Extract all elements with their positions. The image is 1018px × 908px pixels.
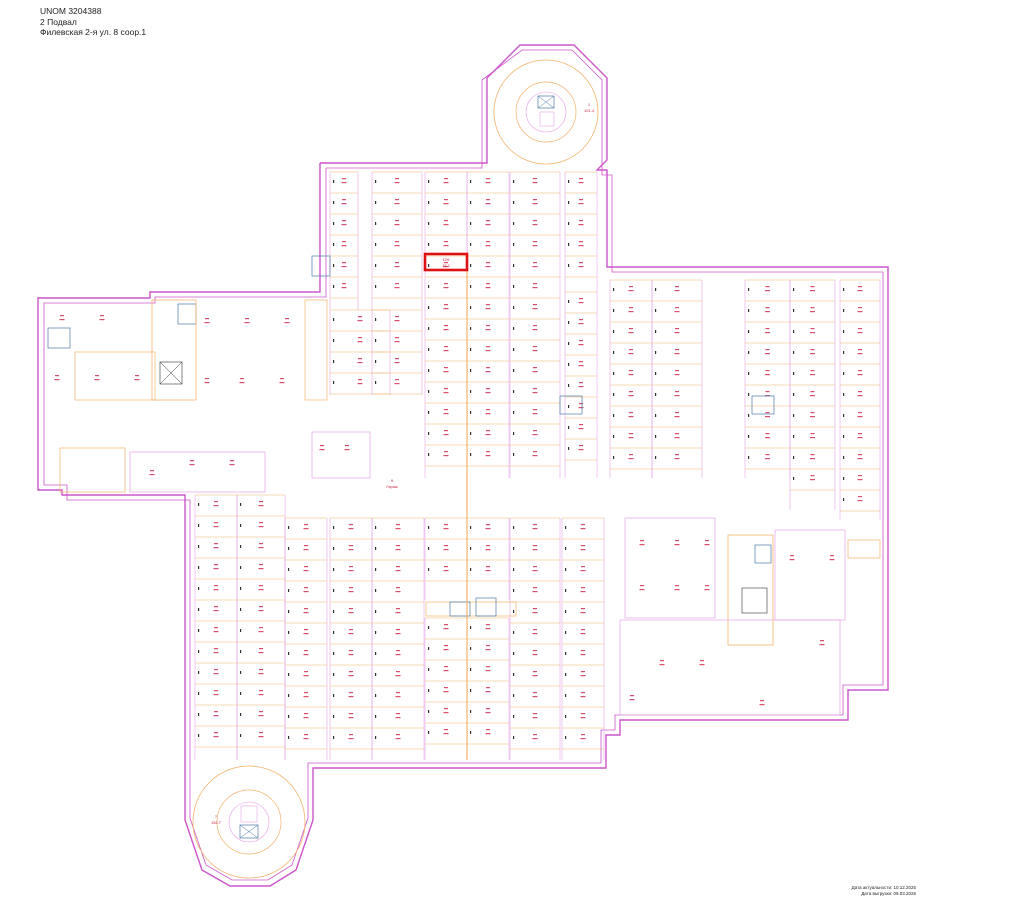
service-rooms-left	[47, 255, 371, 493]
service-rooms-right	[425, 395, 881, 716]
unom-label: UNOM 3204388	[40, 6, 102, 16]
address-label: Филевская 2-я ул. 8 соор.1	[40, 27, 147, 37]
plan-header: UNOM 3204388 2 Подвал Филевская 2-я ул. …	[40, 6, 146, 38]
building-outline	[37, 44, 889, 887]
space-label: Гараж	[386, 484, 398, 489]
top-rotunda	[493, 59, 599, 165]
issue-date: Дата выгрузки: 09.03.2026	[861, 890, 916, 896]
rotunda-bottom-room: 7	[215, 814, 218, 819]
rotunda-top-room: 1	[588, 102, 591, 107]
parking-space-labels	[54, 178, 863, 740]
highlighted-room[interactable]: 129 15.2	[423, 252, 469, 272]
actual-date: Дата актуальности: 10.12.2025	[851, 885, 916, 890]
bottom-rotunda	[192, 765, 306, 879]
room-labels: Гараж 9 1 101.4 7 152.7	[211, 102, 595, 825]
parking-dimension-marks	[198, 180, 845, 739]
entrance-label: 2 Подвал	[40, 16, 77, 27]
parking-walls	[194, 171, 881, 760]
rotunda-bottom-area: 152.7	[211, 820, 222, 825]
highlighted-room-area: 15.2	[442, 263, 451, 268]
plan-footer: Дата актуальности: 10.12.2025 Дата выгру…	[852, 885, 916, 896]
space-code: 9	[391, 478, 394, 483]
highlighted-room-number: 129	[443, 257, 450, 262]
rotunda-top-area: 101.4	[584, 108, 595, 113]
